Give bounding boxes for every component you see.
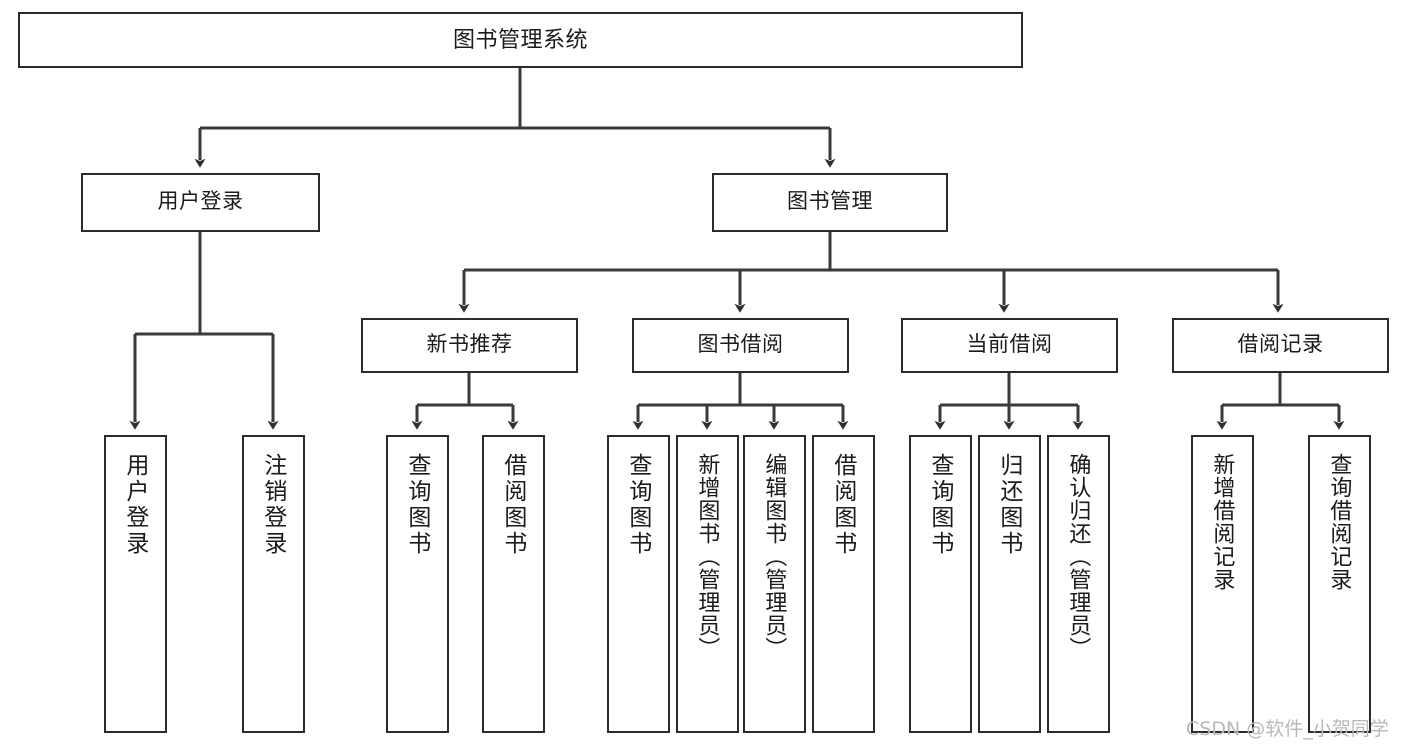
node-leaf-query-books-2[interactable]: 查询图书 xyxy=(607,435,670,733)
node-label: 新增图书（管理员） xyxy=(695,453,721,660)
node-leaf-return-book[interactable]: 归还图书 xyxy=(978,435,1041,733)
node-label: 查询借阅记录 xyxy=(1327,453,1353,591)
node-label: 新增借阅记录 xyxy=(1210,453,1236,591)
node-user-login[interactable]: 用户登录 xyxy=(81,173,320,232)
node-label: 借阅记录 xyxy=(1237,333,1324,357)
node-label: 归还图书 xyxy=(996,453,1023,557)
node-label: 用户登录 xyxy=(157,190,244,214)
node-leaf-query-record[interactable]: 查询借阅记录 xyxy=(1308,435,1371,733)
node-leaf-user-login[interactable]: 用户登录 xyxy=(104,435,167,733)
node-label: 查询图书 xyxy=(404,453,431,557)
node-label: 借阅图书 xyxy=(500,453,527,557)
node-leaf-query-books-3[interactable]: 查询图书 xyxy=(909,435,972,733)
node-root-system[interactable]: 图书管理系统 xyxy=(18,12,1023,68)
node-label: 图书借阅 xyxy=(697,333,784,357)
node-label: 注销登录 xyxy=(260,453,287,557)
node-label: 查询图书 xyxy=(625,453,652,557)
node-label: 当前借阅 xyxy=(966,333,1053,357)
node-label: 查询图书 xyxy=(927,453,954,557)
node-label: 确认归还（管理员） xyxy=(1066,453,1092,660)
node-leaf-borrow-books-1[interactable]: 借阅图书 xyxy=(482,435,545,733)
node-label: 编辑图书（管理员） xyxy=(762,453,788,660)
node-label: 图书管理 xyxy=(787,190,873,214)
node-label: 图书管理系统 xyxy=(452,27,588,53)
node-current-borrow[interactable]: 当前借阅 xyxy=(901,318,1118,373)
node-new-book-recommend[interactable]: 新书推荐 xyxy=(361,318,578,373)
node-book-manage[interactable]: 图书管理 xyxy=(712,173,948,232)
node-borrow-record[interactable]: 借阅记录 xyxy=(1172,318,1389,373)
node-leaf-borrow-books-2[interactable]: 借阅图书 xyxy=(812,435,875,733)
node-leaf-add-book[interactable]: 新增图书（管理员） xyxy=(676,435,739,733)
node-leaf-edit-book[interactable]: 编辑图书（管理员） xyxy=(743,435,806,733)
node-leaf-logout[interactable]: 注销登录 xyxy=(242,435,305,733)
node-label: 新书推荐 xyxy=(426,333,513,357)
csdn-watermark: CSDN @软件_小贺同学 xyxy=(1186,718,1389,740)
node-leaf-query-books-1[interactable]: 查询图书 xyxy=(386,435,449,733)
node-leaf-confirm-return[interactable]: 确认归还（管理员） xyxy=(1047,435,1110,733)
node-leaf-add-record[interactable]: 新增借阅记录 xyxy=(1191,435,1254,733)
node-book-borrow[interactable]: 图书借阅 xyxy=(632,318,849,373)
node-label: 借阅图书 xyxy=(830,453,857,557)
node-label: 用户登录 xyxy=(122,453,149,557)
